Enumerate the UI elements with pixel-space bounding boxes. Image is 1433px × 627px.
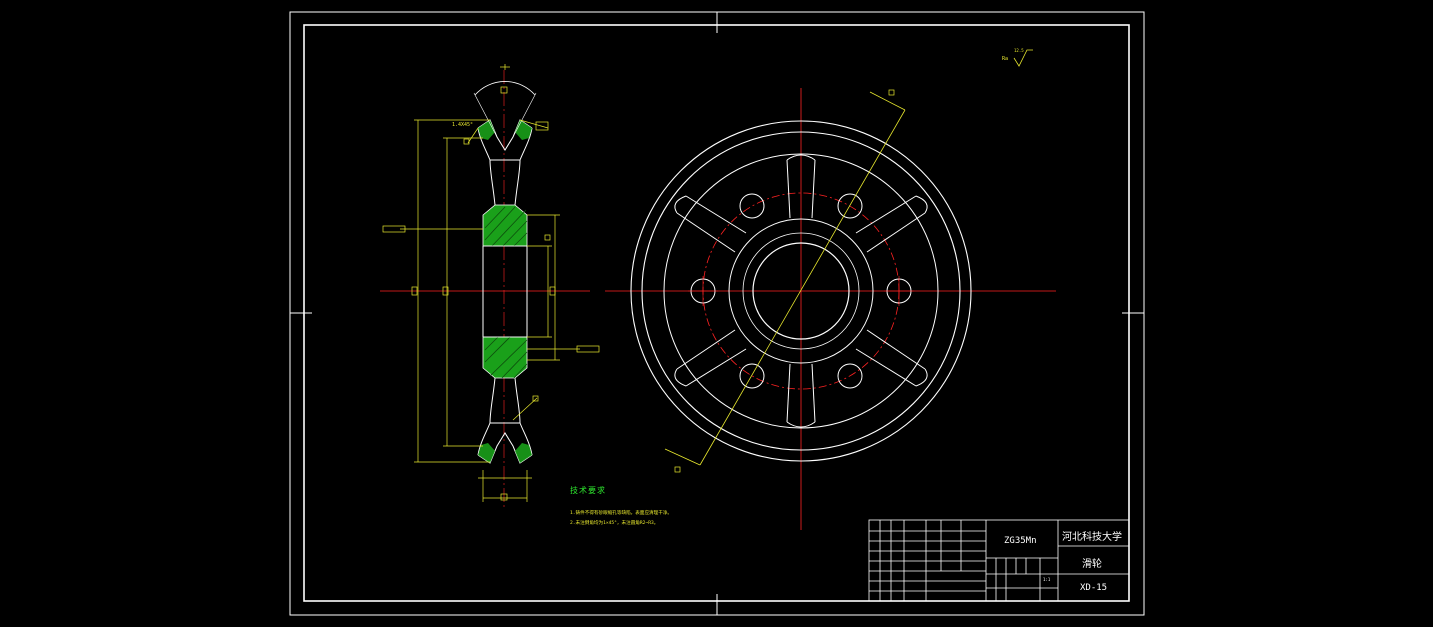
title-block xyxy=(868,519,1130,602)
front-view xyxy=(605,88,1056,530)
roughness-label: Ra xyxy=(1002,56,1009,62)
scale-value: 1:1 xyxy=(1043,577,1051,582)
school-name: 河北科技大学 xyxy=(1062,532,1122,543)
note-line-2: 2.未注倒角均为1×45°，未注圆角R2~R3。 xyxy=(570,521,659,526)
material-label: ZG35Mn xyxy=(1004,536,1037,546)
drawing-number: XD-15 xyxy=(1080,583,1108,593)
sheet-frame xyxy=(289,11,1145,616)
technical-requirements-title: 技术要求 xyxy=(570,486,606,495)
note-line-1: 1.铸件不得有砂眼缩孔等缺陷，表面应清理干净。 xyxy=(570,511,673,516)
part-name: 滑轮 xyxy=(1082,559,1102,570)
roughness-value: 12.5 xyxy=(1014,48,1024,53)
svg-text:1.4X45°: 1.4X45° xyxy=(452,122,473,128)
roughness-symbol xyxy=(1013,49,1033,67)
section-view: 1.4X45° xyxy=(380,64,600,510)
